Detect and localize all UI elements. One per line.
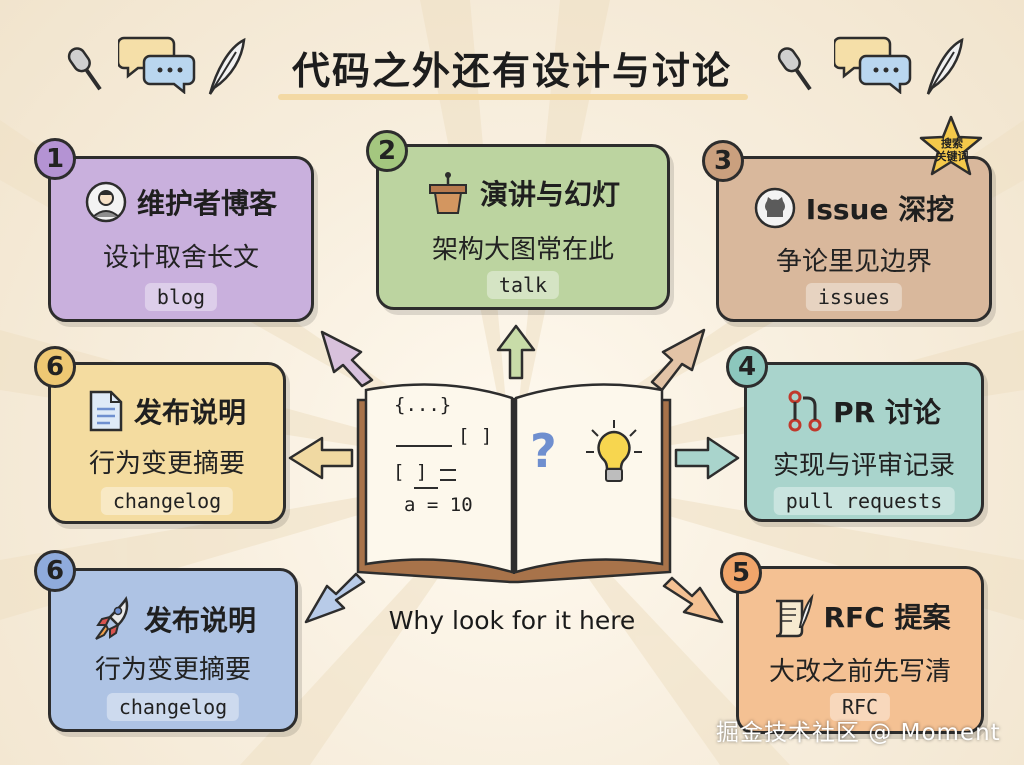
card-rfc[interactable]: RFC 提案 大改之前先写清 RFC xyxy=(736,566,984,734)
card-talk-tag: talk xyxy=(486,271,560,299)
card-pull-requests-tag: pull requests xyxy=(773,487,955,515)
podium-icon xyxy=(428,172,467,214)
watermark: 掘金技术社区 @ Moment xyxy=(716,720,1001,746)
arrow-to-pull-requests xyxy=(674,436,740,480)
card-pull-requests[interactable]: PR 讨论 实现与评审记录 pull requests xyxy=(744,362,984,522)
book-code-braces: {...} xyxy=(394,394,452,416)
feather-quill-icon xyxy=(208,37,246,95)
card-blog-title: 维护者博客 xyxy=(136,187,277,220)
lightbulb-icon xyxy=(586,420,642,482)
card-issues[interactable]: Issue 深挖 争论里见边界 issues xyxy=(716,156,992,322)
card-blog[interactable]: 维护者博客 设计取舍长文 blog xyxy=(48,156,314,322)
card-talk-desc: 架构大图常在此 xyxy=(431,235,614,265)
title-underline xyxy=(278,94,748,100)
rocket-icon xyxy=(95,596,129,640)
badge-3: 3 xyxy=(702,140,744,182)
card-rfc-desc: 大改之前先写清 xyxy=(768,657,951,687)
microphone-icon xyxy=(777,47,812,91)
card-pull-requests-title: PR 讨论 xyxy=(833,396,941,429)
scroll-quill-icon xyxy=(775,593,814,638)
card-pull-requests-desc: 实现与评审记录 xyxy=(772,451,955,481)
badge-4: 4 xyxy=(726,346,768,388)
badge-6-bottom: 6 xyxy=(34,550,76,592)
card-changelog-bottom[interactable]: 发布说明 行为变更摘要 changelog xyxy=(48,568,298,732)
book-code-assign: a = 10 xyxy=(404,494,473,516)
page-title: 代码之外还有设计与讨论 xyxy=(291,49,732,93)
card-changelog-bottom-title: 发布说明 xyxy=(143,604,256,637)
microphone-icon xyxy=(67,47,102,91)
feather-quill-icon xyxy=(926,37,964,95)
badge-1: 1 xyxy=(34,138,76,180)
card-changelog-top-tag: changelog xyxy=(100,487,234,515)
arrow-to-rfc xyxy=(662,576,724,624)
badge-5: 5 xyxy=(720,552,762,594)
book-code-brackets-1: [ ] xyxy=(458,425,493,447)
speech-bubbles-icon xyxy=(834,36,912,94)
arrow-to-talk xyxy=(496,324,536,380)
card-issues-desc: 争论里见边界 xyxy=(775,247,932,277)
arrow-to-blog xyxy=(320,330,374,388)
card-blog-desc: 设计取舍长文 xyxy=(102,243,259,273)
card-talk[interactable]: 演讲与幻灯 架构大图常在此 talk xyxy=(376,144,670,310)
git-pull-request-icon xyxy=(788,390,822,432)
card-changelog-top-desc: 行为变更摘要 xyxy=(88,449,245,479)
card-rfc-title: RFC 提案 xyxy=(823,601,951,634)
arrow-to-changelog-top xyxy=(288,436,354,480)
star-badge-line2: 关键词 xyxy=(935,150,969,163)
question-mark: ? xyxy=(530,424,557,478)
card-changelog-top-title: 发布说明 xyxy=(133,396,246,429)
arrow-to-changelog-bottom xyxy=(304,572,366,624)
card-talk-title: 演讲与幻灯 xyxy=(479,178,620,211)
github-octocat-icon xyxy=(754,187,796,229)
star-badge-icon xyxy=(919,115,983,176)
person-avatar-icon xyxy=(85,181,127,223)
badge-6-top: 6 xyxy=(34,346,76,388)
book-code-brackets-2: [ ] xyxy=(393,461,428,483)
speech-bubbles-icon xyxy=(118,36,196,94)
card-changelog-bottom-tag: changelog xyxy=(106,693,240,721)
card-changelog-bottom-desc: 行为变更摘要 xyxy=(94,655,251,685)
arrow-to-issues xyxy=(650,328,706,392)
star-badge-text: 搜索 关键词 xyxy=(929,137,975,163)
document-icon xyxy=(89,390,123,432)
card-rfc-tag: RFC xyxy=(829,693,891,721)
open-book-icon xyxy=(356,383,672,584)
card-issues-tag: issues xyxy=(805,283,903,311)
card-blog-tag: blog xyxy=(144,283,218,311)
badge-2: 2 xyxy=(366,130,408,172)
card-issues-title: Issue 深挖 xyxy=(805,193,955,226)
center-label: Why look for it here xyxy=(388,606,636,635)
card-changelog-top[interactable]: 发布说明 行为变更摘要 changelog xyxy=(48,362,286,524)
star-badge-line1: 搜索 xyxy=(941,137,963,150)
